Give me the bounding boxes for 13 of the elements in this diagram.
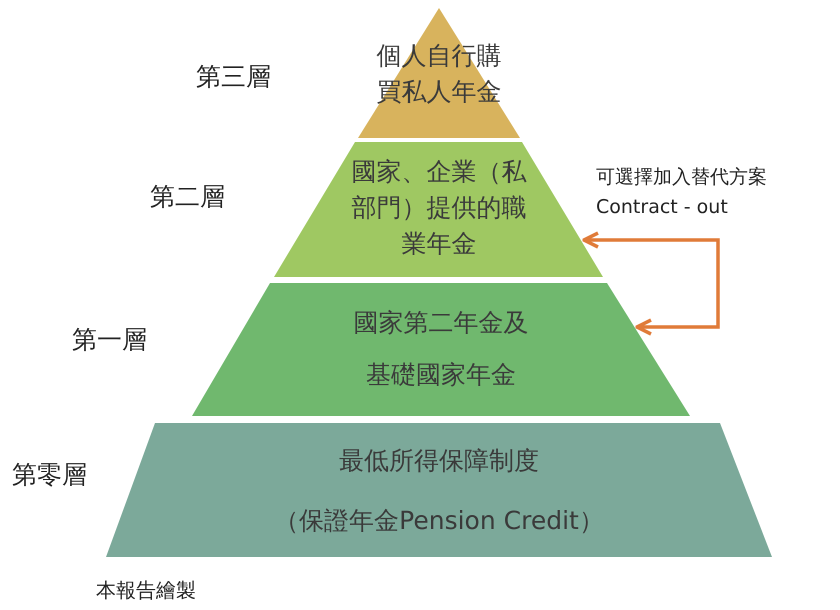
pyramid-tier: [192, 283, 690, 416]
tier-label: 第三層: [196, 61, 271, 93]
tier-text: （保證年金Pension Credit）: [273, 505, 605, 537]
tier-text: 基礎國家年金: [365, 359, 517, 391]
tier-label: 第一層: [72, 324, 147, 356]
tier-text: 最低所得保障制度: [338, 445, 540, 477]
tier-label: 第零層: [12, 459, 87, 491]
source-note: 本報告繪製: [96, 577, 196, 604]
pyramid-tier: [106, 423, 772, 557]
tier-text: 國家、企業（私部門）提供的職業年金: [350, 156, 528, 260]
tier-label: 第二層: [150, 181, 225, 213]
tier-text: 國家第二年金及: [352, 307, 530, 339]
arrow: [582, 231, 720, 336]
